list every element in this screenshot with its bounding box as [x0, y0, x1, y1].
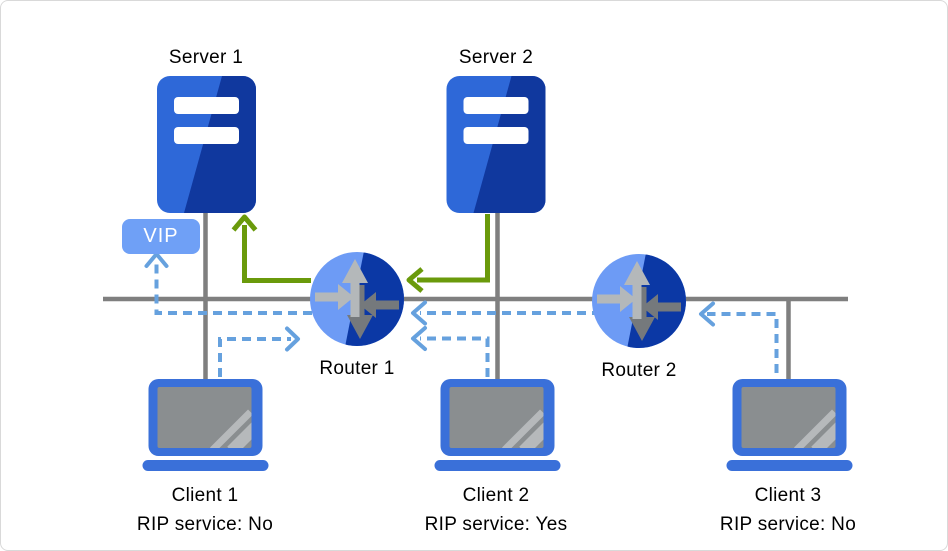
arrow-client1-to-router1 — [218, 326, 300, 377]
arrow-router1-to-vip — [144, 252, 312, 315]
arrow-client2-to-router1 — [411, 326, 490, 377]
client-3-label: Client 3 — [754, 485, 822, 506]
client-1-laptop-icon — [143, 379, 269, 471]
arrow-client3-to-router2 — [699, 301, 779, 373]
client-3-laptop-icon — [727, 379, 853, 471]
router-2-icon — [592, 253, 687, 349]
router-2-label: Router 2 — [601, 360, 677, 381]
client-2-label: Client 2 — [462, 485, 530, 506]
server-2-label: Server 2 — [458, 47, 534, 68]
server-1-label: Server 1 — [168, 47, 244, 68]
network-links — [103, 209, 848, 381]
vip-badge-label: VIP — [143, 225, 179, 247]
vip-badge: VIP — [122, 219, 200, 254]
arrow-router1-to-server1 — [231, 214, 311, 283]
server-1-icon — [157, 76, 256, 213]
green-routing-arrows — [231, 214, 490, 293]
client-2-laptop-icon — [435, 379, 561, 471]
client-3-rip-status: RIP service: No — [719, 514, 857, 535]
arrow-server2-to-router1 — [406, 214, 490, 293]
client-1-label: Client 1 — [171, 485, 239, 506]
client-2-rip-status: RIP service: Yes — [424, 514, 568, 535]
router-1-label: Router 1 — [319, 358, 395, 379]
router-1-icon — [310, 251, 405, 347]
client-1-rip-status: RIP service: No — [136, 514, 274, 535]
server-2-icon — [447, 76, 546, 213]
